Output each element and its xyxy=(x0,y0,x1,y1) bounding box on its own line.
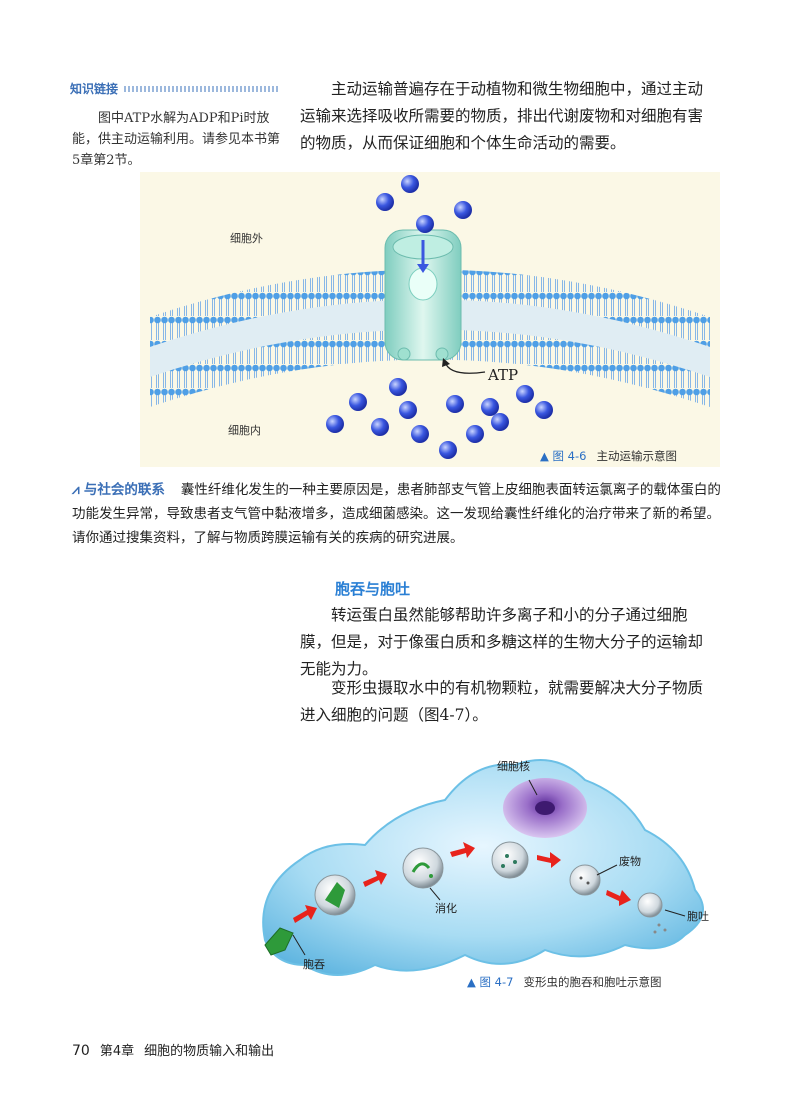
section-paragraph-2: 变形虫摄取水中的有机物颗粒，就需要解决大分子物质进入细胞的问题（图4-7）。 xyxy=(300,679,704,724)
amoeba-diagram: 细胞核 废物 消化 胞吐 胞吞 xyxy=(262,759,709,976)
label-exocytosis: 胞吐 xyxy=(687,910,709,923)
label-inside-cell: 细胞内 xyxy=(228,424,261,437)
section-paragraph-1: 转运蛋白虽然能够帮助许多离子和小的分子通过细胞膜，但是，对于像蛋白质和多糖这样的… xyxy=(300,606,704,678)
label-digestion: 消化 xyxy=(435,901,457,915)
page-number: 70 xyxy=(72,1043,90,1059)
section-heading: 胞吞与胞吐 xyxy=(335,580,411,598)
chapter-title: 细胞的物质输入和输出 xyxy=(144,1044,275,1059)
ions-inside xyxy=(326,378,553,459)
vesicle-lysosome xyxy=(491,841,529,879)
dotted-rule xyxy=(124,85,280,92)
membrane-core xyxy=(150,299,710,377)
vesicle-exocytosis xyxy=(637,892,667,934)
label-outside-cell: 细胞外 xyxy=(230,232,263,245)
label-endocytosis: 胞吞 xyxy=(303,958,325,971)
vesicle-waste xyxy=(569,864,601,896)
caption-triangle-icon: ▲ xyxy=(540,449,549,463)
food-particle xyxy=(264,927,294,956)
intro-paragraph: 主动运输普遍存在于动植物和微生物细胞中，通过主动运输来选择吸收所需要的物质，排出… xyxy=(300,80,704,152)
sidebar-title: 知识链接 xyxy=(70,80,280,97)
society-tag: 与社会的联系 xyxy=(83,482,165,498)
vesicle-endocytosis xyxy=(314,874,356,916)
society-icon: ⩘ xyxy=(72,482,80,498)
process-arrows xyxy=(293,842,631,923)
vesicle-digestion xyxy=(402,847,444,889)
society-text: 囊性纤维化发生的一种主要原因是，患者肺部支气管上皮细胞表面转运氯离子的载体蛋白的… xyxy=(72,482,721,546)
label-waste: 废物 xyxy=(619,854,641,868)
page-footer: 70 第4章细胞的物质输入和输出 xyxy=(72,1040,274,1059)
sidebar-text: 图中ATP水解为ADP和Pi时放能，供主动运输利用。请参见本书第5章第2节。 xyxy=(72,111,281,168)
amoeba-body xyxy=(262,759,704,976)
membrane-inner-leaflet xyxy=(150,329,710,407)
atp-label: ATP xyxy=(487,366,518,384)
atp-pointer xyxy=(444,361,486,374)
label-nucleus: 细胞核 xyxy=(497,759,530,773)
ions-outside xyxy=(376,175,472,233)
caption-triangle-icon: ▲ xyxy=(467,975,476,989)
chapter-number: 第4章 xyxy=(99,1044,135,1059)
carrier-protein xyxy=(384,229,462,361)
society-connection: ⩘ 与社会的联系囊性纤维化发生的一种主要原因是，患者肺部支气管上皮细胞表面转运氯… xyxy=(72,478,722,550)
active-transport-diagram: ATP xyxy=(150,175,710,459)
membrane-outer-leaflet xyxy=(150,269,710,347)
